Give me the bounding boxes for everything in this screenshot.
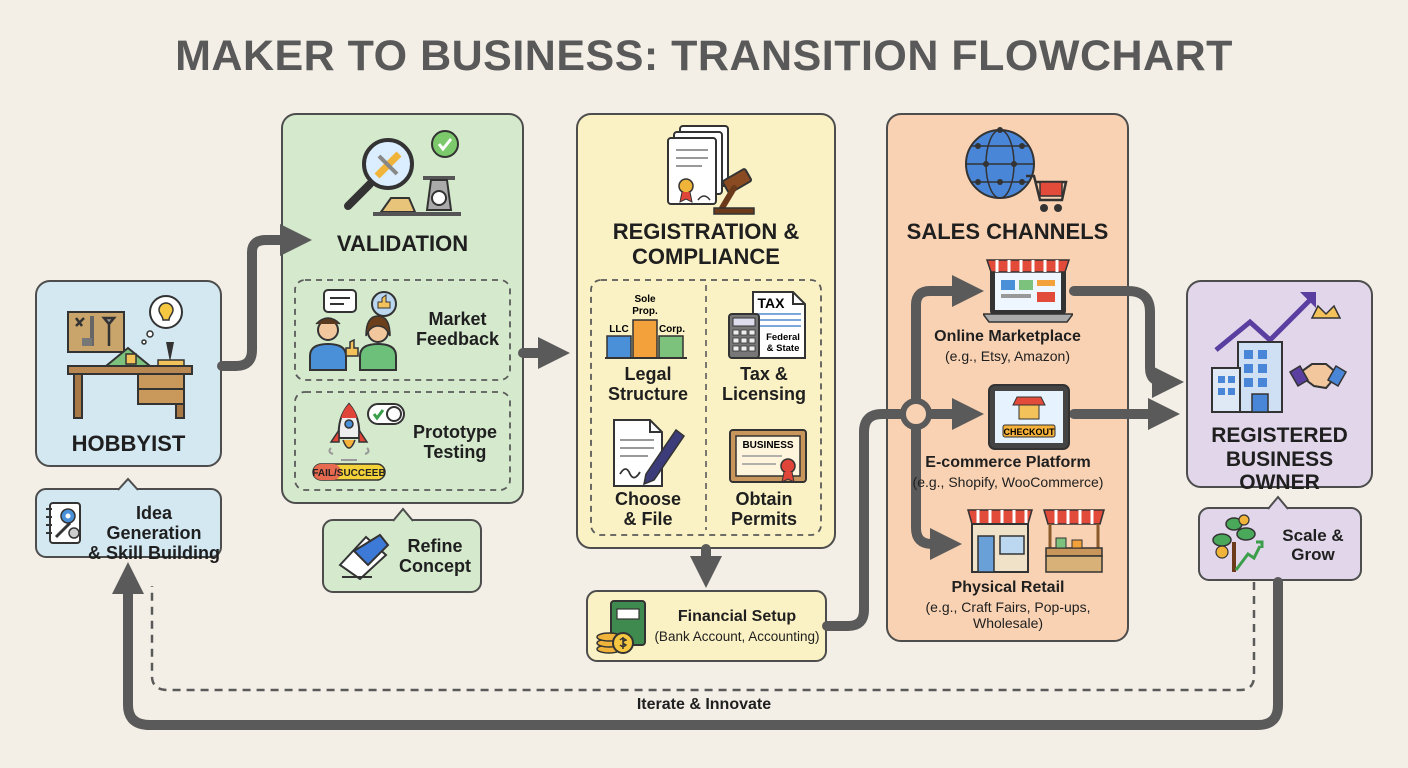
- retail-sub1: (e.g., Craft Fairs, Pop-ups,: [925, 598, 1091, 615]
- physical-retail-text: Physical Retail (e.g., Craft Fairs, Pop-…: [865, 579, 1151, 631]
- legal-line1: Legal: [624, 364, 672, 384]
- scale-grow-text: Scale & Grow: [1268, 526, 1358, 564]
- eraser-icon: [338, 533, 390, 581]
- owner-label: REGISTERED BUSINESS OWNER: [1187, 424, 1372, 495]
- financial-title: Financial Setup: [677, 608, 797, 625]
- magnifier-scale-icon: [344, 130, 461, 216]
- tax-licensing-text: Tax & Licensing: [708, 364, 820, 404]
- ecommerce-text: E-commerce Platform (e.g., Shopify, WooC…: [865, 454, 1151, 491]
- scale-line1: Scale &: [1282, 526, 1344, 545]
- iterate-dashed-loop: [150, 582, 1256, 692]
- svg-text:Federal: Federal: [766, 332, 800, 343]
- arrow-hobbyist-to-validation: [217, 223, 313, 371]
- svg-text:& State: & State: [767, 343, 800, 354]
- obtain-permits-text: Obtain Permits: [708, 489, 820, 529]
- market-feedback-line1: Market: [428, 309, 487, 329]
- permits-line1: Obtain: [735, 489, 793, 509]
- sales-branch-junction: [900, 398, 932, 430]
- tax-line1: Tax &: [740, 364, 788, 384]
- retail-title: Physical Retail: [951, 579, 1065, 596]
- prototype-testing-line2: Testing: [423, 442, 487, 463]
- arrow-online-to-owner: [1069, 286, 1185, 399]
- hobbyist-sub-line1: Idea Generation: [106, 503, 202, 544]
- refine-callout-tail: [392, 507, 414, 522]
- page-title: MAKER TO BUSINESS: TRANSITION FLOWCHART: [175, 32, 1233, 80]
- registration-grid: [590, 279, 822, 536]
- validation-box: [281, 113, 524, 504]
- document-pen-icon: [613, 419, 686, 487]
- prototype-testing-line1: Prototype: [412, 422, 497, 442]
- online-sub: (e.g., Etsy, Amazon): [944, 347, 1070, 364]
- arrow-to-online-marketplace: [911, 274, 985, 419]
- hobbyist-sub-text: Idea Generation & Skill Building: [86, 503, 222, 563]
- choose-line1: Choose: [614, 489, 681, 509]
- legal-line2: Structure: [607, 384, 688, 405]
- financial-sub: (Bank Account, Accounting): [654, 628, 820, 644]
- ecommerce-sub: (e.g., Shopify, WooCommerce): [912, 473, 1104, 490]
- scale-line2: Grow: [1291, 545, 1335, 565]
- money-tree-icon: [1212, 514, 1264, 572]
- permits-line2: Permits: [730, 509, 798, 530]
- arrow-loop-back: [111, 561, 1283, 730]
- arrow-to-physical-retail: [911, 425, 963, 561]
- registration-label: REGISTRATION & COMPLIANCE: [577, 219, 835, 269]
- sales-label: SALES CHANNELS: [906, 219, 1109, 244]
- refine-concept-text: Refine Concept: [395, 536, 475, 576]
- iterate-innovate-label: Iterate & Innovate: [636, 696, 772, 713]
- fail-succeed-badge: FAIL/SUCCEEB: [312, 463, 386, 481]
- scale-callout-tail: [1267, 495, 1289, 510]
- market-feedback-text: Market Feedback: [410, 309, 505, 349]
- svg-text:Corp.: Corp.: [659, 324, 685, 335]
- svg-text:FAIL/SUCCEEB: FAIL/SUCCEEB: [312, 468, 385, 479]
- legal-structure-chart-icon: LLC Sole Prop. Corp.: [605, 294, 687, 359]
- arrow-financial-to-sales: [822, 409, 905, 631]
- globe-cart-icon: [965, 127, 1068, 212]
- registration-label-line1: REGISTRATION &: [612, 219, 800, 244]
- hobbyist-sub-line2: & Skill Building: [87, 543, 220, 564]
- svg-text:LLC: LLC: [609, 324, 628, 335]
- idea-skill-icon: [46, 502, 81, 544]
- svg-text:TAX: TAX: [758, 295, 786, 311]
- refine-line1: Refine: [407, 536, 463, 556]
- people-feedback-icon: [309, 289, 397, 371]
- business-permit-icon: BUSINESS: [729, 429, 807, 483]
- financial-setup-text: Financial Setup (Bank Account, Accountin…: [648, 608, 826, 644]
- choose-file-text: Choose & File: [592, 489, 704, 529]
- svg-text:Prop.: Prop.: [632, 306, 658, 317]
- prototype-testing-subbox: [294, 391, 511, 491]
- refine-line2: Concept: [399, 556, 471, 577]
- legal-structure-text: Legal Structure: [592, 364, 704, 404]
- rocket-icon: [328, 402, 370, 461]
- online-title: Online Marketplace: [934, 328, 1081, 345]
- ledger-coins-icon: [596, 600, 646, 654]
- owner-label-line2: BUSINESS OWNER: [1225, 447, 1334, 495]
- svg-text:BUSINESS: BUSINESS: [742, 440, 793, 451]
- tablet-checkout-icon: CHECKOUT: [988, 384, 1070, 450]
- laptop-storefront-icon: [983, 259, 1073, 323]
- hobbyist-callout-tail: [117, 477, 139, 491]
- tax-line2: Licensing: [721, 384, 806, 405]
- ecommerce-title: E-commerce Platform: [925, 454, 1091, 471]
- online-marketplace-text: Online Marketplace (e.g., Etsy, Amazon): [887, 328, 1128, 365]
- retail-sub2: Wholesale): [972, 614, 1044, 631]
- workbench-icon: [67, 295, 193, 419]
- validation-label: VALIDATION: [336, 231, 469, 256]
- business-growth-icon: [1211, 292, 1348, 413]
- market-feedback-line2: Feedback: [415, 329, 500, 350]
- registration-label-line2: COMPLIANCE: [632, 243, 780, 269]
- documents-gavel-icon: [667, 125, 755, 215]
- tax-document-icon: TAX Federal & State: [728, 291, 806, 359]
- shop-market-stall-icon: [967, 509, 1105, 573]
- svg-text:CHECKOUT: CHECKOUT: [1004, 427, 1056, 437]
- choose-line2: & File: [623, 509, 673, 530]
- toggle-switch-icon: [367, 403, 405, 425]
- hobbyist-label: HOBBYIST: [71, 431, 186, 456]
- prototype-testing-text: Prototype Testing: [405, 422, 505, 462]
- svg-text:Sole: Sole: [634, 294, 656, 305]
- owner-label-line1: REGISTERED: [1211, 424, 1348, 447]
